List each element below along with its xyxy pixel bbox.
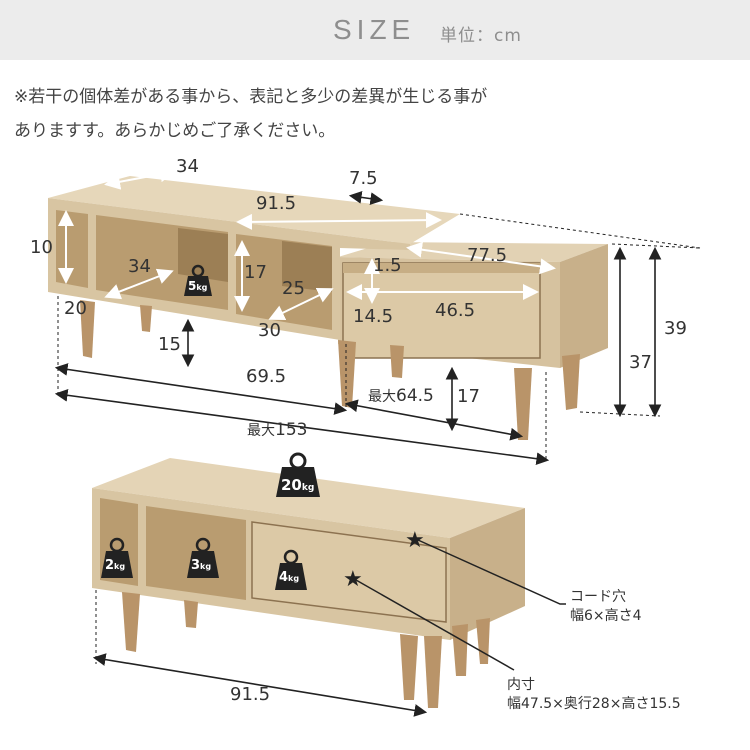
leg	[424, 636, 442, 708]
bottom-dimension-lines	[92, 539, 566, 717]
cord-hole-size: 幅6×高さ4	[570, 608, 642, 624]
leg	[122, 592, 140, 652]
dim-shelf-clearance: 15	[158, 334, 181, 355]
dim-max-total-width: 最大153	[247, 420, 308, 440]
dim-body-height: 37	[629, 352, 652, 373]
weight-icon-3kg	[187, 537, 219, 578]
weight-icon-2kg	[101, 537, 133, 578]
leg	[514, 368, 532, 440]
inner-size-value: 幅47.5×奥行28×高さ15.5	[507, 696, 681, 712]
inner-size-title: 内寸	[507, 677, 535, 693]
bottom-board-top	[92, 458, 525, 538]
weight-3-value: 3kg	[191, 558, 212, 573]
disclaimer-line-2: ありますす。あらかじめご了承ください。	[14, 121, 336, 141]
bottom-board-side	[450, 508, 525, 640]
weight-5-value: 5kg	[188, 279, 208, 293]
dim-cube-height: 10	[30, 237, 53, 258]
dim-left-width: 69.5	[246, 366, 287, 387]
cord-hole-callout: コード穴 幅6×高さ4	[570, 588, 642, 626]
dim-drawer-width: 46.5	[435, 300, 476, 321]
unit-label: 単位：cm	[440, 26, 522, 46]
dim-offset: 7.5	[349, 168, 378, 189]
leg	[390, 345, 404, 378]
dim-shelf-depth: 25	[282, 278, 305, 299]
retracted-tv-board: ★ ★	[92, 458, 525, 708]
extended-tv-board	[48, 176, 608, 440]
leg	[80, 300, 95, 358]
bottom-drawer	[251, 521, 447, 623]
dim-width-right-unit: 77.5	[467, 245, 508, 266]
leg	[452, 624, 468, 676]
weight-icon-5kg	[184, 264, 212, 296]
shelf-back-shadow	[178, 228, 228, 282]
dim-drawer-height: 14.5	[353, 306, 394, 327]
dim-depth-top: 34	[176, 156, 199, 177]
cord-hole-star-icon: ★	[405, 528, 425, 553]
weight-2-value: 2kg	[105, 558, 126, 573]
dim-shelf-width-2: 30	[258, 320, 281, 341]
size-title: SIZE	[333, 14, 416, 45]
dim-cube-depth: 20	[64, 298, 87, 319]
cord-hole-title: コード穴	[570, 589, 626, 605]
leg	[400, 634, 418, 700]
leg	[184, 600, 198, 628]
disclaimer-line-1: ※若干の個体差がある事から、表記と多少の差異が生じる事が	[14, 87, 488, 107]
leg	[476, 618, 490, 664]
dim-total-height: 39	[664, 318, 687, 339]
dim-max-right-width: 最大64.5	[368, 386, 434, 406]
dim-shelf-width: 34	[128, 256, 151, 277]
dim-shelf-height: 17	[244, 262, 267, 283]
leg	[562, 354, 580, 410]
leg	[140, 305, 152, 332]
inner-size-star-icon: ★	[343, 567, 363, 592]
top-board-white-arrows	[58, 166, 556, 320]
weight-20-value: 20kg	[281, 476, 315, 494]
right-unit-side	[560, 244, 608, 368]
size-header-banner: SIZE 単位：cm	[0, 0, 750, 60]
left-open-cube	[56, 210, 88, 288]
inner-size-callout: 内寸 幅47.5×奥行28×高さ15.5	[507, 676, 681, 714]
dim-width-top: 91.5	[256, 193, 297, 214]
dim-drawer-gap: 1.5	[373, 255, 402, 276]
top-dimension-lines	[54, 191, 701, 466]
dim-leg-height: 17	[457, 386, 480, 407]
leg	[338, 340, 356, 408]
shelf-back-shadow-2	[282, 241, 332, 292]
weight-icons	[101, 264, 320, 590]
weight-icon-20kg	[276, 452, 320, 497]
dim-width-bottom: 91.5	[230, 684, 271, 705]
weight-icon-4kg	[275, 549, 307, 590]
weight-4-value: 4kg	[279, 570, 300, 585]
